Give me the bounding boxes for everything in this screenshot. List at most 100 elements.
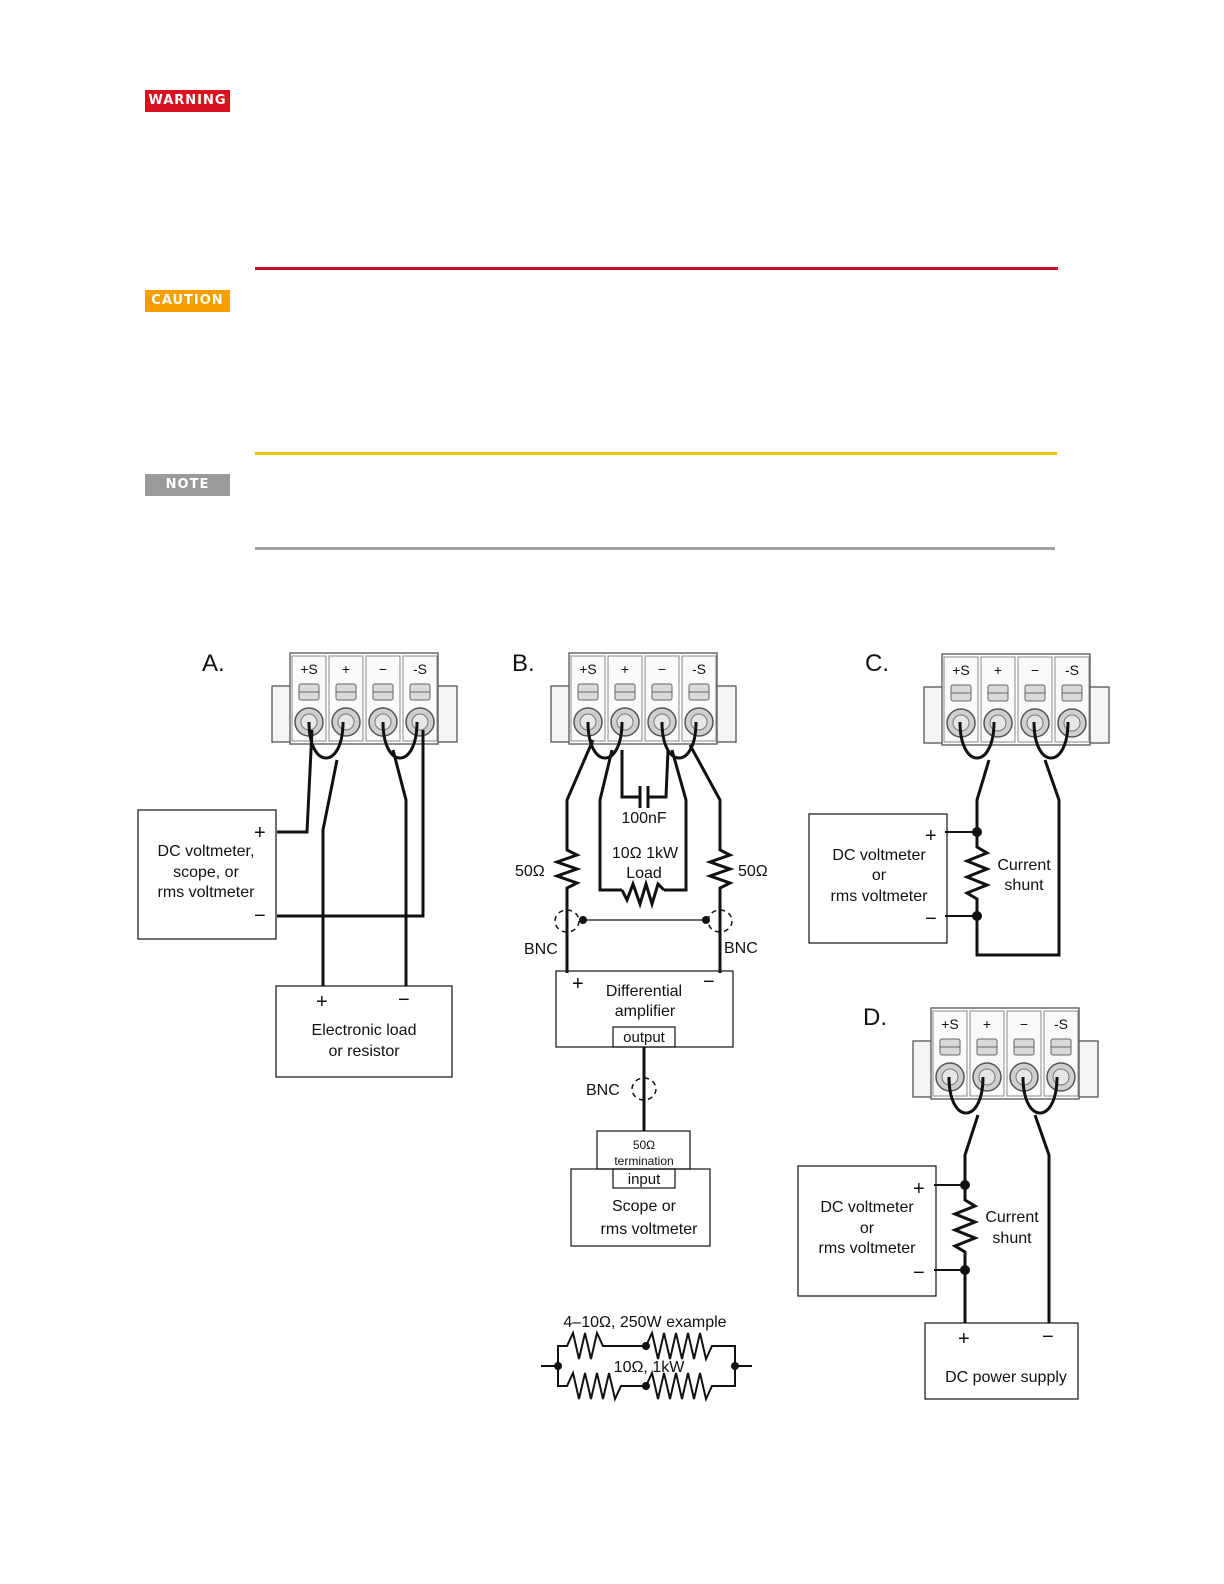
loop-positive <box>958 721 996 760</box>
bnc-left-label: BNC <box>524 941 558 958</box>
shunt-label-2: shunt <box>992 1230 1032 1247</box>
panel-d: D. + − DC voltmeter or rms voltmeter Cur… <box>797 1004 1079 1400</box>
loop-negative <box>660 721 698 760</box>
note-badge: NOTE <box>145 474 230 496</box>
meter-minus-label: − <box>254 905 266 927</box>
panel-b: B. <box>512 650 768 1403</box>
bnc-shield-mid <box>631 1077 657 1101</box>
meter-label-1: DC voltmeter, <box>158 843 255 860</box>
meter-box <box>797 1165 937 1297</box>
wire-load-plus <box>321 759 339 986</box>
wire-load-minus <box>391 749 408 986</box>
terminal-label: + <box>994 662 1002 678</box>
terminal-block-d: +S+−-S <box>912 1007 1099 1100</box>
terminal-clamp-inner <box>337 713 355 731</box>
meter-box <box>137 809 277 940</box>
terminal-label: -S <box>1065 662 1079 678</box>
panel-c: C. + − DC voltmeter or rms voltmeter Cur… <box>808 650 1070 957</box>
wire-cap-left <box>620 750 640 799</box>
terminal-block-b: +S+−-S <box>550 652 737 745</box>
amp-output-label: output <box>623 1029 666 1046</box>
wire-sense-right <box>688 744 722 845</box>
shunt-label-1: Current <box>985 1209 1039 1226</box>
meter-minus-label: − <box>913 1262 925 1284</box>
example-bottom-branch <box>557 1366 736 1403</box>
loop-positive <box>947 1076 985 1115</box>
resistor-right-label: 50Ω <box>738 863 768 880</box>
example-node-right <box>731 1362 739 1370</box>
load-resistor <box>620 878 666 910</box>
load-plus-label: + <box>316 991 328 1013</box>
scope-label-1: Scope or <box>612 1198 677 1215</box>
terminal-label: − <box>1031 662 1039 678</box>
amp-label-1: Differential <box>606 983 682 1000</box>
wire-minus <box>975 759 1061 957</box>
resistor-50-left <box>552 845 582 973</box>
psu-box <box>924 1322 1079 1400</box>
meter-label-3: rms voltmeter <box>819 1240 917 1257</box>
warning-badge: WARNING <box>145 90 230 112</box>
meter-plus-label: + <box>913 1178 925 1200</box>
load-label-1: Electronic load <box>312 1022 417 1039</box>
bnc-shield-node-left <box>579 916 587 924</box>
resistor-50-right <box>705 845 735 973</box>
panel-d-letter: D. <box>863 1004 887 1031</box>
terminal-label: +S <box>941 1016 959 1032</box>
bnc-shield-right <box>707 909 733 933</box>
meter-box <box>808 813 948 944</box>
terminal-label: + <box>621 661 629 677</box>
load-label-1: 10Ω 1kW <box>612 845 679 862</box>
psu-minus-label: − <box>1042 1326 1054 1348</box>
example-node-bottom <box>642 1382 650 1390</box>
wire-sense-left <box>565 739 595 845</box>
terminal-clamp-inner <box>690 713 708 731</box>
meter-label-3: rms voltmeter <box>831 888 929 905</box>
terminal-label: -S <box>1054 1016 1068 1032</box>
shunt-node-top <box>960 1180 970 1190</box>
example-top-branch <box>557 1329 736 1366</box>
termination-label-2: termination <box>614 1154 673 1168</box>
psu-plus-label: + <box>958 1328 970 1350</box>
terminal-clamp-inner <box>616 713 634 731</box>
terminal-label: +S <box>300 661 318 677</box>
load-box <box>275 985 453 1078</box>
example-node-left <box>554 1362 562 1370</box>
cap-label: 100nF <box>621 810 667 827</box>
note-divider <box>255 547 1055 550</box>
example-label: 10Ω, 1kW <box>614 1359 686 1376</box>
shunt-node-top <box>972 827 982 837</box>
shunt-resistor <box>962 832 992 916</box>
wire-sense-minus <box>277 730 425 918</box>
shunt-node-bottom <box>960 1265 970 1275</box>
bnc-mid-label: BNC <box>586 1082 620 1099</box>
panel-a: A. + − DC voltmeter, scope, or rms voltm… <box>137 650 453 1078</box>
psu-label: DC power supply <box>945 1369 1067 1386</box>
amp-label-2: amplifier <box>615 1003 676 1020</box>
meter-label-3: rms voltmeter <box>158 884 256 901</box>
shunt-resistor <box>950 1185 980 1270</box>
meter-plus-label: + <box>254 822 266 844</box>
terminal-label: + <box>342 661 350 677</box>
load-label-2: or resistor <box>328 1043 400 1060</box>
wire-load-plus <box>598 749 622 892</box>
terminal-label: -S <box>692 661 706 677</box>
warning-divider <box>255 267 1058 270</box>
meter-label-2: scope, or <box>173 864 239 881</box>
scope-input-label: input <box>628 1171 661 1188</box>
amp-plus-label: + <box>572 973 584 995</box>
terminal-block-a: +S+−-S <box>271 652 458 745</box>
meter-plus-label: + <box>925 825 937 847</box>
shunt-label-2: shunt <box>1004 877 1044 894</box>
load-minus-label: − <box>398 989 410 1011</box>
meter-label-2: or <box>872 867 887 884</box>
wire-cap-right <box>648 749 670 799</box>
meter-label-1: DC voltmeter <box>832 847 926 864</box>
scope-input-port <box>612 1168 676 1189</box>
amp-minus-label: − <box>703 971 715 993</box>
terminal-clamp-inner <box>411 713 429 731</box>
terminal-blocks: +S+−-S+S+−-S+S+−-S+S+−-S <box>271 652 1110 1100</box>
termination-label-1: 50Ω <box>633 1138 655 1152</box>
wire-load-minus <box>664 749 688 892</box>
terminal-label: +S <box>579 661 597 677</box>
